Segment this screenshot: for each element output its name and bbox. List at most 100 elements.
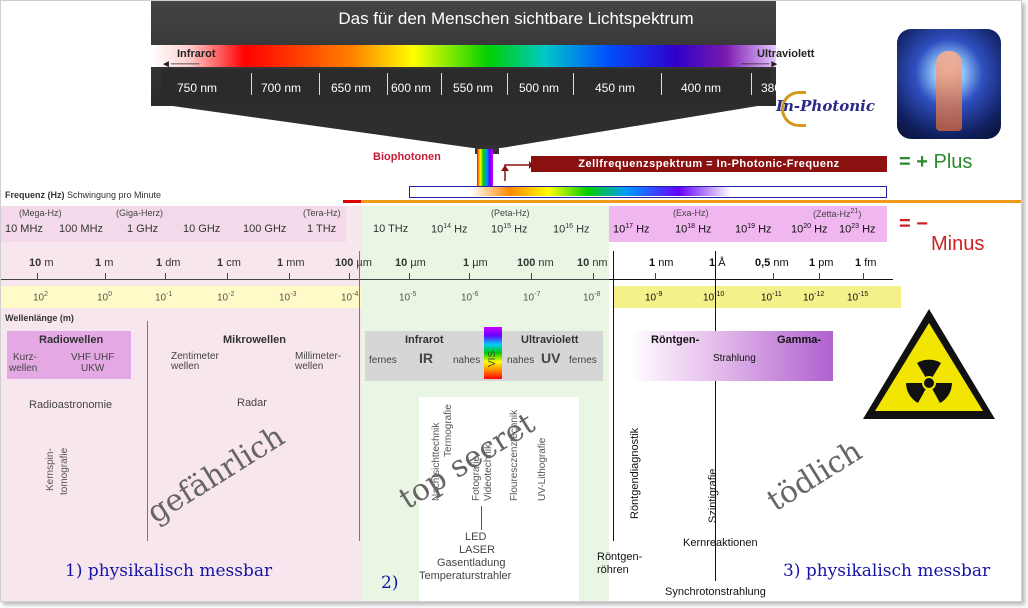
freq-unit: Hz xyxy=(758,223,772,236)
wl-value: 0,5 xyxy=(755,257,771,269)
power-label: 10-12 xyxy=(803,291,824,303)
tech-label: UV-Lithografie xyxy=(537,437,548,501)
messbar-label-1: 1) physikalisch messbar xyxy=(65,561,273,581)
frequency-header-rest: Schwingung pro Minute xyxy=(64,190,162,200)
wl-unit: nm xyxy=(592,257,608,269)
biophoton-spectrum xyxy=(477,149,493,189)
wl-unit: m xyxy=(104,257,114,269)
wavelength-label: 10 nm xyxy=(577,257,608,269)
kernreaktionen-label: Kernreaktionen xyxy=(683,537,758,549)
cell-frequency-gradient xyxy=(471,187,731,196)
kernspin-label: Kernspin- xyxy=(45,448,56,491)
temperaturstrahler-label: Temperaturstrahler xyxy=(419,570,512,582)
divider-line xyxy=(343,200,1021,203)
nm-tick xyxy=(387,73,388,95)
power-label: 10-7 xyxy=(523,291,540,303)
wl-unit: cm xyxy=(226,257,241,269)
nm-tick xyxy=(751,73,752,95)
roentgenroehren-label: Röntgen- xyxy=(597,551,643,563)
fernes-label-2: fernes xyxy=(569,355,597,366)
pow-exp: 0 xyxy=(108,291,113,298)
radiation-warning-icon xyxy=(863,309,995,419)
wl-value: 10 xyxy=(395,257,408,269)
nm-label: 550 nm xyxy=(453,81,494,95)
freq-exp: 16 xyxy=(565,223,574,230)
ultraviolett-label: Ultraviolett xyxy=(521,334,579,346)
axis-tick xyxy=(531,273,532,280)
power-label: 10-2 xyxy=(217,291,234,303)
pow-base: 10 xyxy=(33,292,45,304)
pow-exp: -7 xyxy=(534,291,541,298)
axis-tick xyxy=(863,273,864,280)
unit-label-text: (Zetta-Hz xyxy=(813,209,851,219)
nm-label: 750 nm xyxy=(177,81,218,95)
pow-exp: -15 xyxy=(858,291,869,298)
wl-unit: m xyxy=(44,257,54,269)
pow-base: 10 xyxy=(847,292,859,304)
axis-tick xyxy=(289,273,290,280)
wl-value: 1 xyxy=(217,257,224,269)
pow-base: 10 xyxy=(703,292,715,304)
freq-unit: Hz xyxy=(514,223,528,236)
power-label: 10-9 xyxy=(645,291,662,303)
infrared-label: Infrarot xyxy=(177,48,216,60)
wavelength-label: 1 mm xyxy=(277,257,305,269)
freq-unit: Hz xyxy=(862,223,876,236)
nm-label: 650 nm xyxy=(331,81,372,95)
millimeter-label-2: wellen xyxy=(295,361,324,372)
wl-value: 100 xyxy=(517,257,536,269)
freq-band-high xyxy=(609,206,887,242)
separator xyxy=(715,251,716,581)
wavelength-label: 1 µm xyxy=(463,257,488,269)
axis-tick xyxy=(593,273,594,280)
millimeter-label: Millimeter- xyxy=(295,351,342,362)
freq-label: 1020 Hz xyxy=(791,223,828,236)
arrow-icon xyxy=(501,161,533,181)
power-label: 10-10 xyxy=(703,291,724,303)
power-label: 10-4 xyxy=(341,291,358,303)
wl-unit: nm xyxy=(538,257,554,269)
power-label: 10-8 xyxy=(583,291,600,303)
roentgenroehren-label-2: röhren xyxy=(597,564,629,576)
gasentladung-label: Gasentladung xyxy=(437,557,506,569)
wl-value: 1 xyxy=(855,257,862,269)
zellfrequenz-banner: Zellfrequenzspektrum = In-Photonic-Frequ… xyxy=(531,156,887,172)
power-band-low xyxy=(1,286,361,308)
axis-tick xyxy=(37,273,38,280)
power-band-high xyxy=(613,286,901,308)
messbar-label-3: 3) physikalisch messbar xyxy=(783,561,991,581)
freq-base: 10 xyxy=(553,223,566,236)
zone-dangerous-bg xyxy=(1,206,361,601)
uv-label: UV xyxy=(541,350,561,366)
unit-label: (Zetta-Hz21) xyxy=(813,208,861,219)
unit-label: (Peta-Hz) xyxy=(491,208,530,218)
pow-exp: -9 xyxy=(656,291,663,298)
radar-label: Radar xyxy=(237,397,267,409)
power-label: 102 xyxy=(33,291,48,303)
wl-value: 1 xyxy=(95,257,102,269)
power-label: 10-1 xyxy=(155,291,172,303)
wavelength-label: 100 µm xyxy=(335,257,372,269)
freq-unit: Hz xyxy=(454,223,468,236)
unit-label: (Exa-Hz) xyxy=(673,208,709,218)
axis-tick xyxy=(409,273,410,280)
power-label: 100 xyxy=(97,291,112,303)
freq-unit: Hz xyxy=(636,223,650,236)
plus-text: Plus xyxy=(933,151,973,173)
wl-value: 1 xyxy=(156,257,163,269)
wl-value: 100 xyxy=(335,257,354,269)
wavelength-axis-high xyxy=(609,279,893,280)
wavelength-label: 100 nm xyxy=(517,257,554,269)
wavelength-label: 10 m xyxy=(29,257,53,269)
freq-label: 10 MHz xyxy=(5,223,43,235)
freq-base: 10 xyxy=(431,223,444,236)
pow-exp: 2 xyxy=(44,291,49,298)
axis-tick xyxy=(105,273,106,280)
spectrum-title: Das für den Menschen sichtbare Lichtspek… xyxy=(338,9,694,28)
wl-unit: nm xyxy=(658,257,674,269)
axis-tick xyxy=(819,273,820,280)
wavelength-label: 1 cm xyxy=(217,257,241,269)
freq-unit: Hz xyxy=(814,223,828,236)
wl-unit: nm xyxy=(773,257,789,269)
